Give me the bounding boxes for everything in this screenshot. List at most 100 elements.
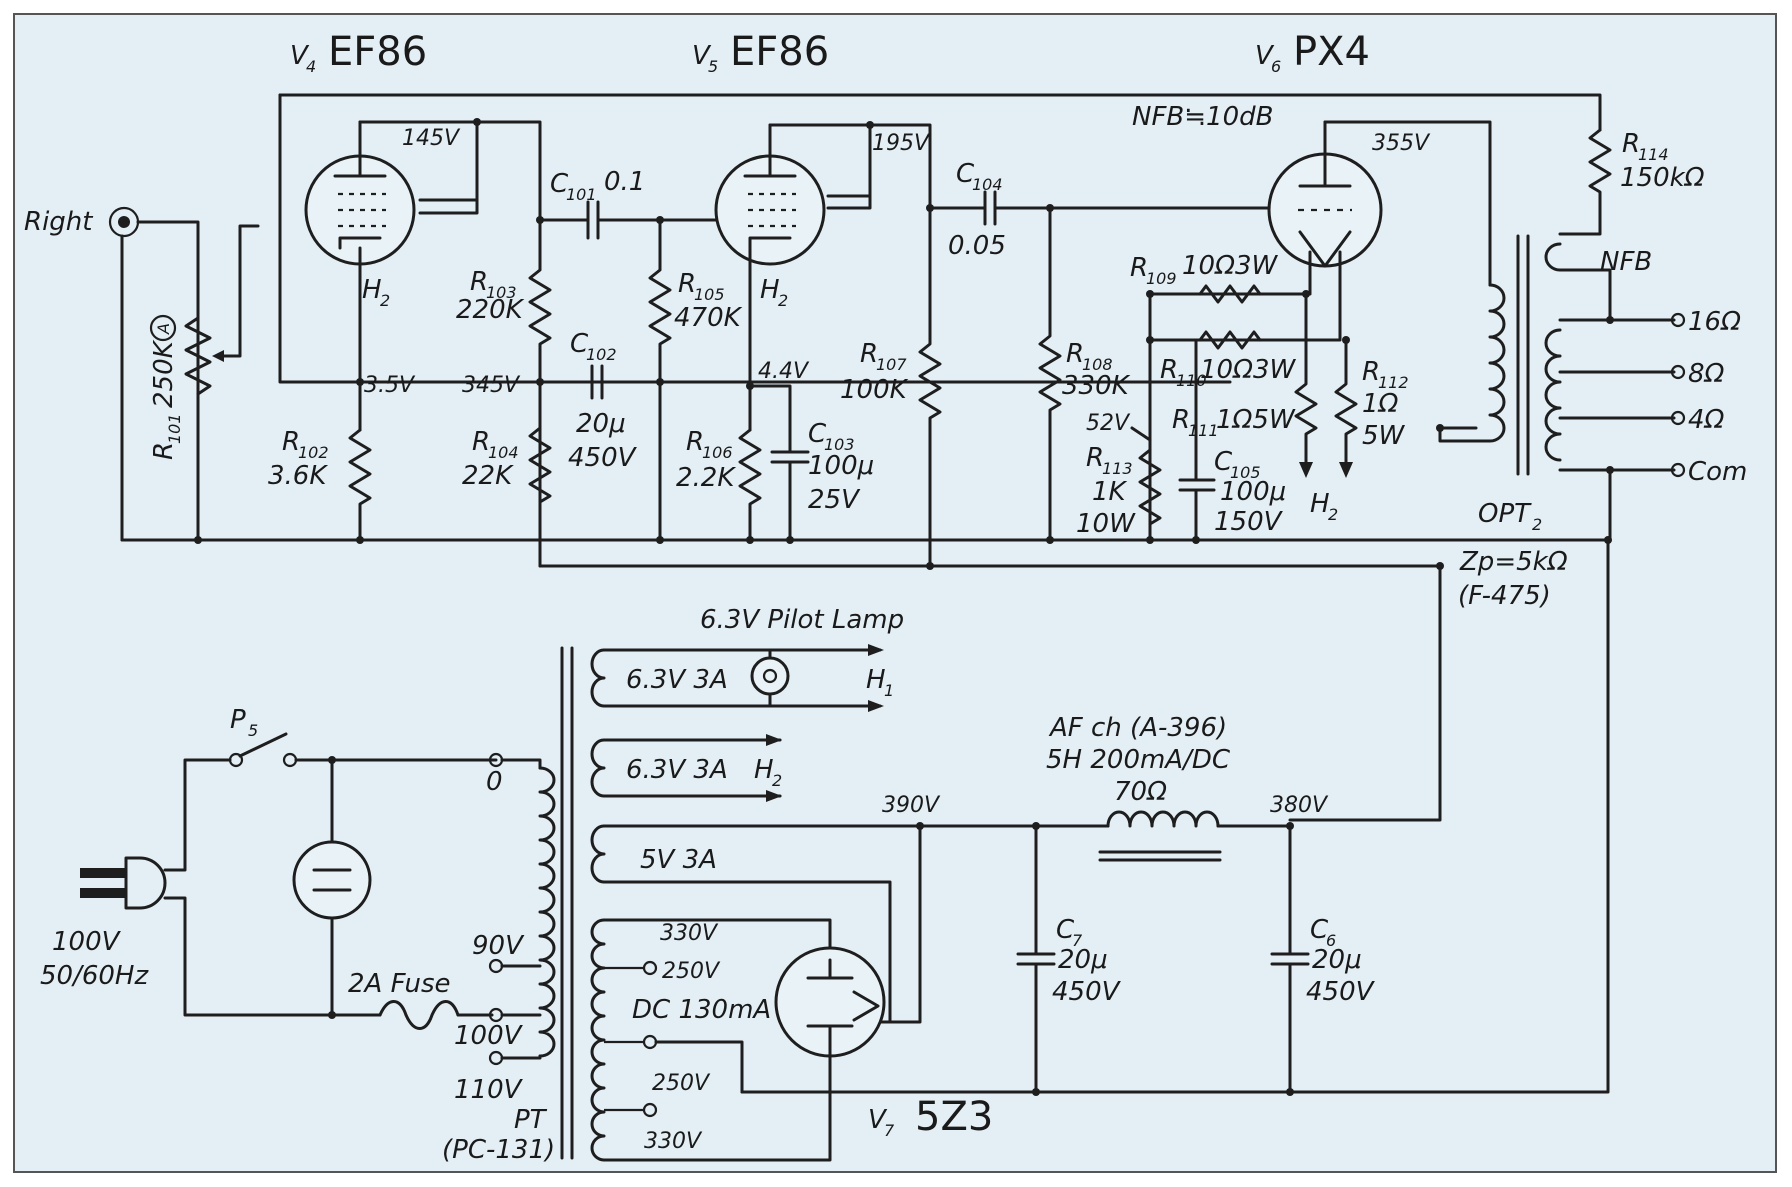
c103-capacitor[interactable] bbox=[770, 450, 810, 542]
c6-capacitor[interactable] bbox=[1270, 824, 1310, 1094]
pt-tap-0: 0 bbox=[486, 767, 503, 797]
tap-com-terminal[interactable] bbox=[1670, 462, 1686, 478]
v5-plate-to-node bbox=[868, 123, 932, 210]
r103-resistor[interactable] bbox=[528, 218, 552, 384]
hv-tap-250v-top: 250V bbox=[662, 959, 721, 984]
svg-text:114: 114 bbox=[1638, 145, 1669, 164]
svg-text:103: 103 bbox=[486, 283, 517, 302]
svg-text:C: C bbox=[1056, 915, 1075, 945]
r101-volume-pot[interactable] bbox=[184, 224, 260, 396]
v7-5z3-tube bbox=[774, 946, 886, 1086]
svg-text:10Ω3W: 10Ω3W bbox=[1200, 355, 1296, 385]
v5-plate-voltage: 195V bbox=[872, 131, 931, 156]
svg-text:P: P bbox=[230, 705, 246, 735]
r108-resistor[interactable] bbox=[1038, 206, 1062, 542]
v6-plate-voltage: 355V bbox=[1372, 131, 1431, 156]
v6-plate-lead bbox=[1323, 120, 1492, 287]
v4-title: V4 EF86 bbox=[290, 29, 427, 76]
svg-text:470K: 470K bbox=[674, 303, 743, 333]
hv-current: DC 130mA bbox=[632, 995, 771, 1025]
svg-text:R: R bbox=[1066, 339, 1084, 369]
hv-tap-250v-bottom: 250V bbox=[652, 1071, 711, 1096]
svg-text:R: R bbox=[149, 442, 179, 460]
r114-resistor[interactable] bbox=[1558, 128, 1612, 236]
pt-core bbox=[560, 646, 574, 1160]
svg-text:2: 2 bbox=[1532, 515, 1542, 534]
svg-text:R: R bbox=[1086, 443, 1104, 473]
v6-title: V6 PX4 bbox=[1255, 29, 1370, 76]
v4-plate-voltage: 145V bbox=[402, 126, 461, 151]
v7-title: V7 5Z3 bbox=[868, 1094, 993, 1140]
r104-resistor[interactable] bbox=[528, 380, 552, 568]
c105-capacitor[interactable] bbox=[1178, 338, 1216, 542]
svg-text:100μ: 100μ bbox=[808, 451, 874, 481]
tap-4-ohm-terminal[interactable] bbox=[1670, 410, 1686, 426]
svg-text:C: C bbox=[550, 169, 569, 199]
r106-resistor[interactable] bbox=[738, 428, 762, 542]
svg-text:2: 2 bbox=[772, 771, 782, 790]
svg-text:111: 111 bbox=[1188, 421, 1219, 440]
v6-filament-lead-a bbox=[1148, 250, 1312, 542]
svg-text:22K: 22K bbox=[462, 461, 514, 491]
pt-tap-100v: 100V bbox=[454, 1021, 524, 1051]
hv-return-rail bbox=[740, 538, 1610, 1094]
r109-resistor[interactable] bbox=[1198, 284, 1262, 304]
r102-resistor[interactable] bbox=[348, 428, 372, 542]
r113-resistor[interactable] bbox=[1138, 448, 1162, 542]
mains-plug[interactable] bbox=[80, 856, 167, 910]
svg-text:20μ: 20μ bbox=[1058, 945, 1108, 975]
svg-text:0.05: 0.05 bbox=[948, 231, 1006, 261]
svg-text:1: 1 bbox=[884, 681, 894, 700]
svg-text:0.1: 0.1 bbox=[604, 167, 645, 197]
svg-text:6: 6 bbox=[1326, 931, 1336, 950]
svg-text:220K: 220K bbox=[456, 295, 525, 325]
tap-8-ohm-label: 8Ω bbox=[1688, 359, 1725, 389]
svg-text:5Z3: 5Z3 bbox=[915, 1094, 993, 1140]
junction-dots bbox=[194, 118, 1614, 1096]
heater-2-rating: 6.3V 3A bbox=[626, 755, 728, 785]
choke-output-voltage: 380V bbox=[1270, 793, 1329, 818]
svg-text:V: V bbox=[692, 41, 712, 71]
tap-8-ohm-terminal[interactable] bbox=[1670, 364, 1686, 380]
svg-text:105: 105 bbox=[1230, 463, 1261, 482]
v6-heater-label: H bbox=[1310, 489, 1330, 519]
v4-cathode-voltage: 3.5V bbox=[364, 373, 416, 398]
r105-resistor[interactable] bbox=[648, 218, 672, 542]
c101-capacitor[interactable] bbox=[538, 200, 662, 240]
svg-text:450V: 450V bbox=[1306, 977, 1376, 1007]
svg-text:3.6K: 3.6K bbox=[268, 461, 328, 491]
r111-resistor[interactable] bbox=[1294, 292, 1318, 470]
r110-resistor[interactable] bbox=[1198, 330, 1262, 350]
svg-text:R: R bbox=[1362, 357, 1380, 387]
c7-capacitor[interactable] bbox=[1016, 824, 1056, 1094]
r111-heater-arrow bbox=[1299, 462, 1313, 478]
r107-resistor[interactable] bbox=[918, 206, 942, 568]
tap-com-label: Com bbox=[1688, 457, 1747, 487]
svg-text:104: 104 bbox=[972, 175, 1003, 194]
c104-capacitor[interactable] bbox=[928, 190, 1270, 226]
svg-text:10Ω3W: 10Ω3W bbox=[1182, 251, 1278, 281]
svg-text:450V: 450V bbox=[568, 443, 638, 473]
svg-text:150kΩ: 150kΩ bbox=[1620, 163, 1705, 193]
fuse[interactable] bbox=[378, 1000, 494, 1030]
rectifier-output-voltage: 390V bbox=[882, 793, 941, 818]
c102-capacitor[interactable] bbox=[538, 364, 662, 400]
nfb-note: NFB≒10dB bbox=[1132, 102, 1273, 132]
choke-model: AF ch (A-396) bbox=[1048, 713, 1227, 743]
heater-2-output: H2 bbox=[754, 755, 782, 790]
svg-text:C: C bbox=[1310, 915, 1329, 945]
svg-text:5: 5 bbox=[248, 721, 258, 740]
tap-16-ohm-terminal[interactable] bbox=[1670, 312, 1686, 328]
c7-label: C7 20μ 450V bbox=[1052, 915, 1122, 1007]
r112-resistor[interactable] bbox=[1334, 338, 1358, 470]
v5-plate-lead bbox=[768, 123, 872, 210]
